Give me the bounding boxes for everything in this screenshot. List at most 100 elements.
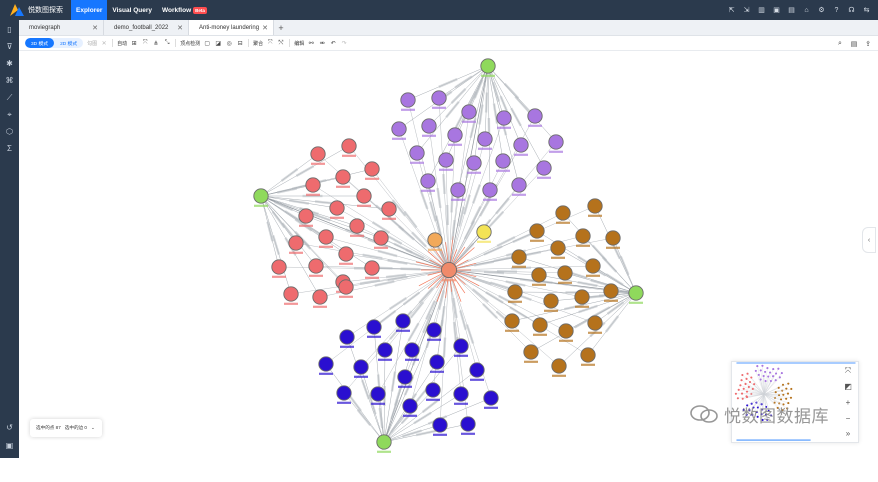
vertex-circle[interactable] xyxy=(339,329,355,345)
vertex-circle[interactable] xyxy=(376,434,392,450)
vertex[interactable] xyxy=(404,342,420,361)
settings-icon[interactable]: ⚙ xyxy=(818,7,825,14)
vertex-circle[interactable] xyxy=(585,258,601,274)
expand-icon[interactable]: ✱ xyxy=(6,59,13,68)
plugin-icon[interactable]: ⌂ xyxy=(804,6,809,14)
terminal-icon[interactable]: ▤ xyxy=(788,7,795,14)
vertex[interactable] xyxy=(461,104,477,123)
merge-icon[interactable]: ⤧ xyxy=(267,39,273,46)
vertex[interactable] xyxy=(513,137,529,156)
vertex[interactable] xyxy=(555,205,571,224)
hexagon-icon[interactable]: ⬡ xyxy=(6,127,13,136)
vertex[interactable] xyxy=(409,145,425,164)
vertex-circle[interactable] xyxy=(426,322,442,338)
vertex-circle[interactable] xyxy=(431,90,447,106)
add-tab-button[interactable]: + xyxy=(278,22,284,33)
vertex[interactable] xyxy=(373,230,389,249)
vertex[interactable] xyxy=(527,108,543,127)
vertex[interactable] xyxy=(341,138,357,157)
document-icon[interactable]: ▯ xyxy=(7,25,12,34)
tab-anti-money-laundering[interactable]: Anti-money laundering✕ xyxy=(189,20,274,35)
vertex-circle[interactable] xyxy=(495,153,511,169)
account-switch-icon[interactable]: ⇆ xyxy=(863,7,870,14)
vertex-circle[interactable] xyxy=(527,108,543,124)
vertex[interactable] xyxy=(318,356,334,375)
vertex-circle[interactable] xyxy=(550,240,566,256)
vertex-circle[interactable] xyxy=(335,169,351,185)
mode-3d-button[interactable]: 3D 模式 xyxy=(25,38,55,48)
filter-icon[interactable]: ⊽ xyxy=(6,42,13,51)
tab-demo-football[interactable]: demo_football_2022✕ xyxy=(104,20,189,35)
vertex[interactable] xyxy=(482,182,498,201)
vertex-circle[interactable] xyxy=(400,92,416,108)
close-icon[interactable]: ✕ xyxy=(262,24,268,32)
export-icon[interactable]: ⇲ xyxy=(743,7,750,14)
vertex[interactable] xyxy=(356,188,372,207)
brush-label[interactable]: 勾图 xyxy=(87,40,98,47)
vertex[interactable] xyxy=(447,127,463,146)
vertex[interactable] xyxy=(557,265,573,284)
vertex-circle[interactable] xyxy=(603,283,619,299)
vertex[interactable] xyxy=(376,434,392,453)
vertex-circle[interactable] xyxy=(476,224,492,240)
chevron-down-icon[interactable]: ⌄ xyxy=(90,425,95,430)
vertex-circle[interactable] xyxy=(477,131,493,147)
vertex[interactable] xyxy=(550,240,566,259)
vertex-circle[interactable] xyxy=(523,344,539,360)
vertex-circle[interactable] xyxy=(409,145,425,161)
vertex[interactable] xyxy=(425,382,441,401)
panel-toggle-icon[interactable]: ▣ xyxy=(5,441,14,450)
sigma-icon[interactable]: Σ xyxy=(7,144,12,153)
vertex-circle[interactable] xyxy=(349,218,365,234)
vertex-circle[interactable] xyxy=(507,284,523,300)
vertex[interactable] xyxy=(310,146,326,165)
vertex[interactable] xyxy=(421,118,437,137)
panel-collapse-button[interactable]: ‹ xyxy=(862,227,876,253)
minimap[interactable] xyxy=(731,361,859,443)
layout-cross-icon[interactable]: ⤧ xyxy=(142,39,148,46)
vertex[interactable] xyxy=(308,258,324,277)
minimap-toggle-icon[interactable]: ◩ xyxy=(844,382,852,391)
vertex-circle[interactable] xyxy=(511,249,527,265)
vertex-circle[interactable] xyxy=(450,182,466,198)
stats-icon[interactable]: ▥ xyxy=(758,7,765,14)
vertex[interactable] xyxy=(511,249,527,268)
vertex[interactable] xyxy=(253,188,269,207)
nav-visual-query[interactable]: Visual Query xyxy=(107,0,157,20)
vertex[interactable] xyxy=(483,390,499,409)
fit-view-icon[interactable]: ⤧ xyxy=(844,366,852,375)
layout-hierarchy-icon[interactable]: ⋔ xyxy=(153,40,159,47)
vertex[interactable] xyxy=(377,342,393,361)
vertex-circle[interactable] xyxy=(336,385,352,401)
vertex[interactable] xyxy=(548,134,564,153)
vertex[interactable] xyxy=(495,153,511,172)
zoom-in-icon[interactable]: + xyxy=(845,398,851,407)
vertex-circle[interactable] xyxy=(466,155,482,171)
vertex-circle[interactable] xyxy=(580,347,596,363)
vertex[interactable] xyxy=(298,208,314,227)
vertex-circle[interactable] xyxy=(421,118,437,134)
vertex-circle[interactable] xyxy=(440,261,458,279)
vertex[interactable] xyxy=(395,313,411,332)
vertex[interactable] xyxy=(603,283,619,302)
close-icon[interactable]: ✕ xyxy=(177,24,183,32)
vertex-circle[interactable] xyxy=(548,134,564,150)
snapshot-icon[interactable]: ▤ xyxy=(850,40,858,48)
mode-toggle[interactable]: 3D 模式 2D 模式 xyxy=(25,38,84,48)
vertex-circle[interactable] xyxy=(447,127,463,143)
vertex[interactable] xyxy=(429,354,445,373)
vertex[interactable] xyxy=(496,110,512,129)
vertex-circle[interactable] xyxy=(312,289,328,305)
vertex-circle[interactable] xyxy=(429,354,445,370)
layout-grid-icon[interactable]: ⊞ xyxy=(131,40,137,47)
vertex[interactable] xyxy=(511,177,527,196)
vertex[interactable] xyxy=(370,386,386,405)
zoom-out-icon[interactable]: − xyxy=(845,414,851,423)
vertex[interactable] xyxy=(469,362,485,381)
vertex[interactable] xyxy=(440,261,458,282)
vertex-circle[interactable] xyxy=(480,58,496,74)
vertex-circle[interactable] xyxy=(253,188,269,204)
vertex-circle[interactable] xyxy=(427,232,443,248)
vertex-circle[interactable] xyxy=(373,230,389,246)
